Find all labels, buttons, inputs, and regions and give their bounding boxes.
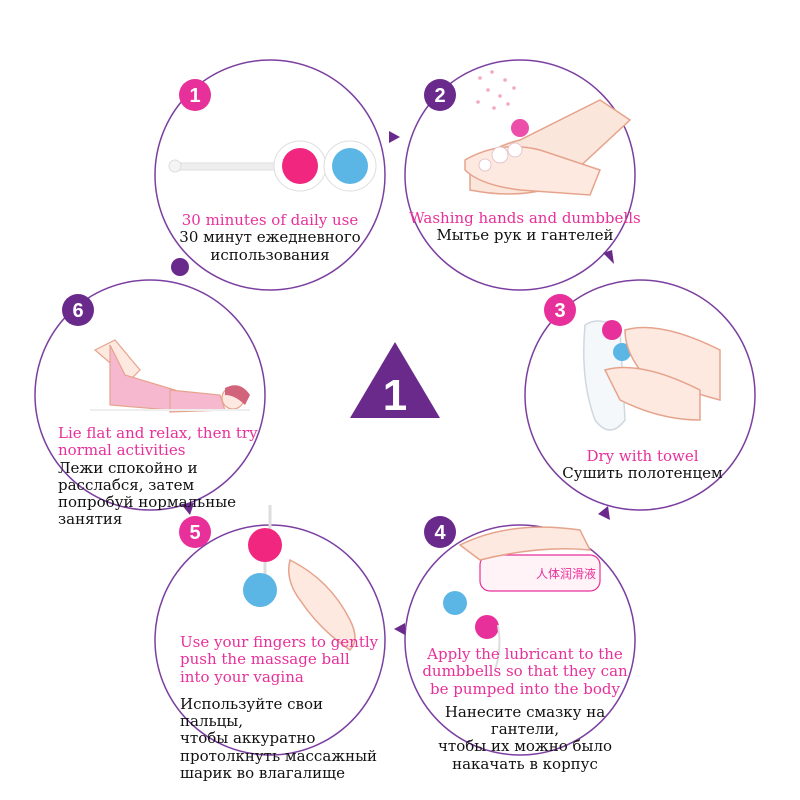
step-1-circle xyxy=(154,59,386,291)
lying-woman-illustration xyxy=(90,339,250,413)
step-3-badge: 3 xyxy=(544,294,576,326)
svg-text:5: 5 xyxy=(189,522,200,544)
kegel-balls-illustration xyxy=(168,140,377,192)
step-4-russian-line-1: Нанесите смазку на гантели, xyxy=(444,702,606,738)
step-2-english: Washing hands and dumbbells xyxy=(409,209,641,227)
center-triangle xyxy=(350,342,440,418)
svg-text:3: 3 xyxy=(554,300,565,322)
step-3-text: Dry with towel Сушить полотенцем xyxy=(545,447,740,483)
step-5-russian-line-4: шарик во влагалище xyxy=(180,763,345,782)
step-1-english: 30 minutes of daily use xyxy=(181,211,359,229)
step-6-circle xyxy=(34,279,266,511)
lubricant-bottle-illustration: 人体润滑液 xyxy=(443,526,601,671)
step-5-russian-line-3: протолкнуть массажный xyxy=(180,746,378,765)
step-4-badge: 4 xyxy=(424,516,456,548)
step-6-english-line-2: normal activities xyxy=(58,441,186,460)
step-4-english-line-1: Apply the lubricant to the xyxy=(427,645,623,663)
step-4-english-line-3: be pumped into the body xyxy=(430,679,620,698)
step-6-text: Lie flat and relax, then try normal acti… xyxy=(58,424,273,529)
arrow-3-to-4 xyxy=(598,506,610,520)
step-2-badge: 2 xyxy=(424,79,456,111)
hand-with-balls-illustration xyxy=(243,505,356,651)
step-5-russian-line-1: Используйте свои пальцы, xyxy=(180,694,324,730)
towel-illustration xyxy=(583,320,721,431)
step-3-russian-line-1: Сушить полотенцем xyxy=(562,464,723,483)
step-6-russian-line-1: Лежи спокойно и xyxy=(58,458,198,477)
step-4-russian-line-2: чтобы их можно было xyxy=(437,737,613,756)
step-6-russian-line-2: расслабся, затем xyxy=(58,475,195,494)
connector-dot-6-to-1 xyxy=(171,258,189,276)
step-1-russian-line-1: 30 минут ежедневного xyxy=(179,228,361,247)
step-2-circle xyxy=(404,59,636,291)
arrow-1-to-2 xyxy=(389,131,400,143)
step-6-badge: 6 xyxy=(62,294,94,326)
arrow-5-to-6 xyxy=(181,503,194,515)
step-5-badge: 5 xyxy=(179,516,211,548)
washing-hands-illustration xyxy=(464,70,632,196)
center-label: 1 xyxy=(383,371,407,420)
step-1-text: 30 minutes of daily use 30 минут ежеднев… xyxy=(165,211,375,264)
step-2-russian-line-1: Мытье рук и гантелей xyxy=(436,226,614,245)
step-1-badge: 1 xyxy=(179,79,211,111)
svg-text:4: 4 xyxy=(434,522,446,544)
step-3-circle xyxy=(524,279,756,511)
arrow-4-to-5 xyxy=(394,623,405,635)
step-5-russian-line-2: чтобы аккуратно xyxy=(180,729,316,748)
svg-text:2: 2 xyxy=(434,85,445,107)
step-4-circle xyxy=(404,524,636,756)
step-2-text: Washing hands and dumbbells Мытье рук и … xyxy=(405,209,645,245)
svg-text:1: 1 xyxy=(189,85,200,107)
step-4-text: Apply the lubricant to the dumbbells so … xyxy=(410,645,640,773)
step-6-english-line-1: Lie flat and relax, then try xyxy=(58,424,258,442)
arrow-2-to-3 xyxy=(603,250,614,264)
bottle-label: 人体润滑液 xyxy=(536,566,596,581)
step-5-text: Use your fingers to gently push the mass… xyxy=(180,633,390,782)
step-4-english-line-2: dumbbells so that they can xyxy=(422,662,628,681)
step-3-english: Dry with towel xyxy=(586,447,699,465)
step-5-english-line-3: into your vagina xyxy=(180,667,304,686)
step-5-english-line-1: Use your fingers to gently xyxy=(180,633,379,651)
step-6-russian-line-3: попробуй нормальные xyxy=(58,493,237,511)
step-5-english-line-2: push the massage ball xyxy=(180,650,350,669)
step-6-russian-line-4: занятия xyxy=(58,510,123,529)
svg-text:6: 6 xyxy=(72,300,83,322)
step-4-russian-line-3: накачать в корпус xyxy=(452,754,598,773)
step-1-russian-line-2: использования xyxy=(210,245,330,264)
